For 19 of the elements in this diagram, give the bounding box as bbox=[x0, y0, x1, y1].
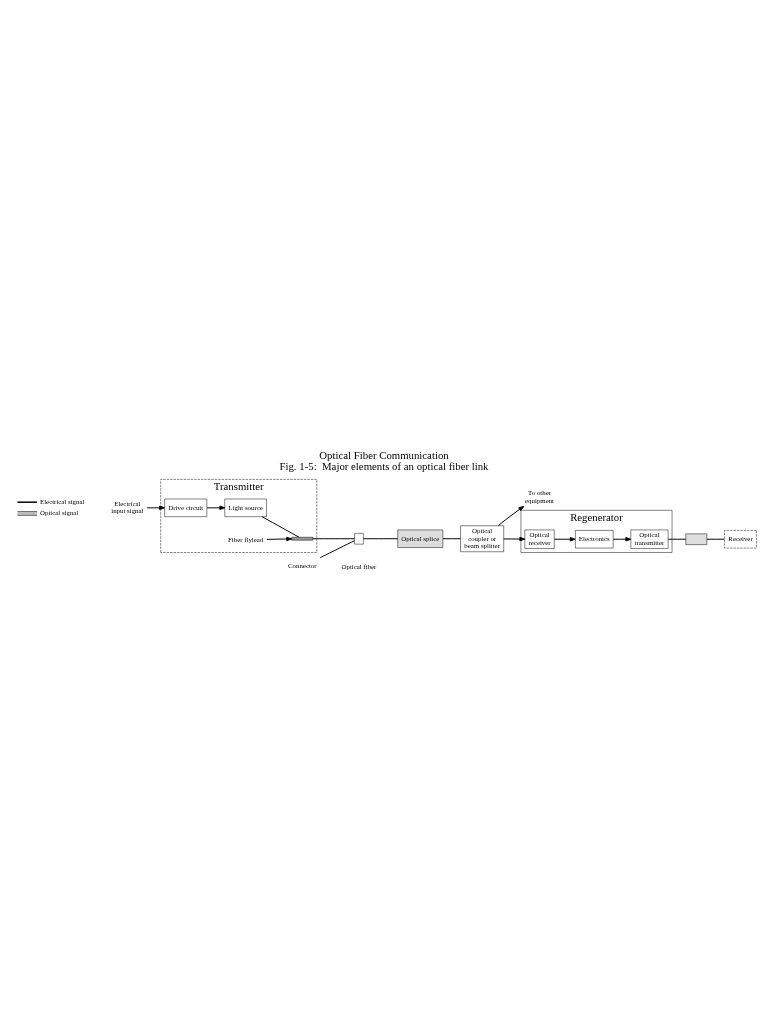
connector bbox=[442, 538, 461, 540]
arrow bbox=[206, 505, 226, 511]
arrow bbox=[503, 536, 526, 542]
connector bbox=[261, 516, 300, 538]
node-box bbox=[354, 533, 364, 545]
connector bbox=[312, 538, 355, 540]
arrow bbox=[266, 536, 293, 542]
arrow bbox=[497, 505, 525, 527]
connector bbox=[706, 538, 725, 540]
caption: Fig. 1-5: Major elements of an optical fiber link bbox=[279, 460, 489, 473]
arrow bbox=[146, 505, 166, 511]
connector bbox=[667, 538, 687, 540]
connector bbox=[362, 538, 399, 540]
arrow bbox=[553, 537, 576, 542]
node-box bbox=[685, 533, 708, 545]
arrow bbox=[612, 537, 632, 542]
node-bar bbox=[291, 537, 314, 541]
diagram-title: Optical Fiber Communication bbox=[319, 448, 449, 461]
connector bbox=[319, 540, 355, 559]
